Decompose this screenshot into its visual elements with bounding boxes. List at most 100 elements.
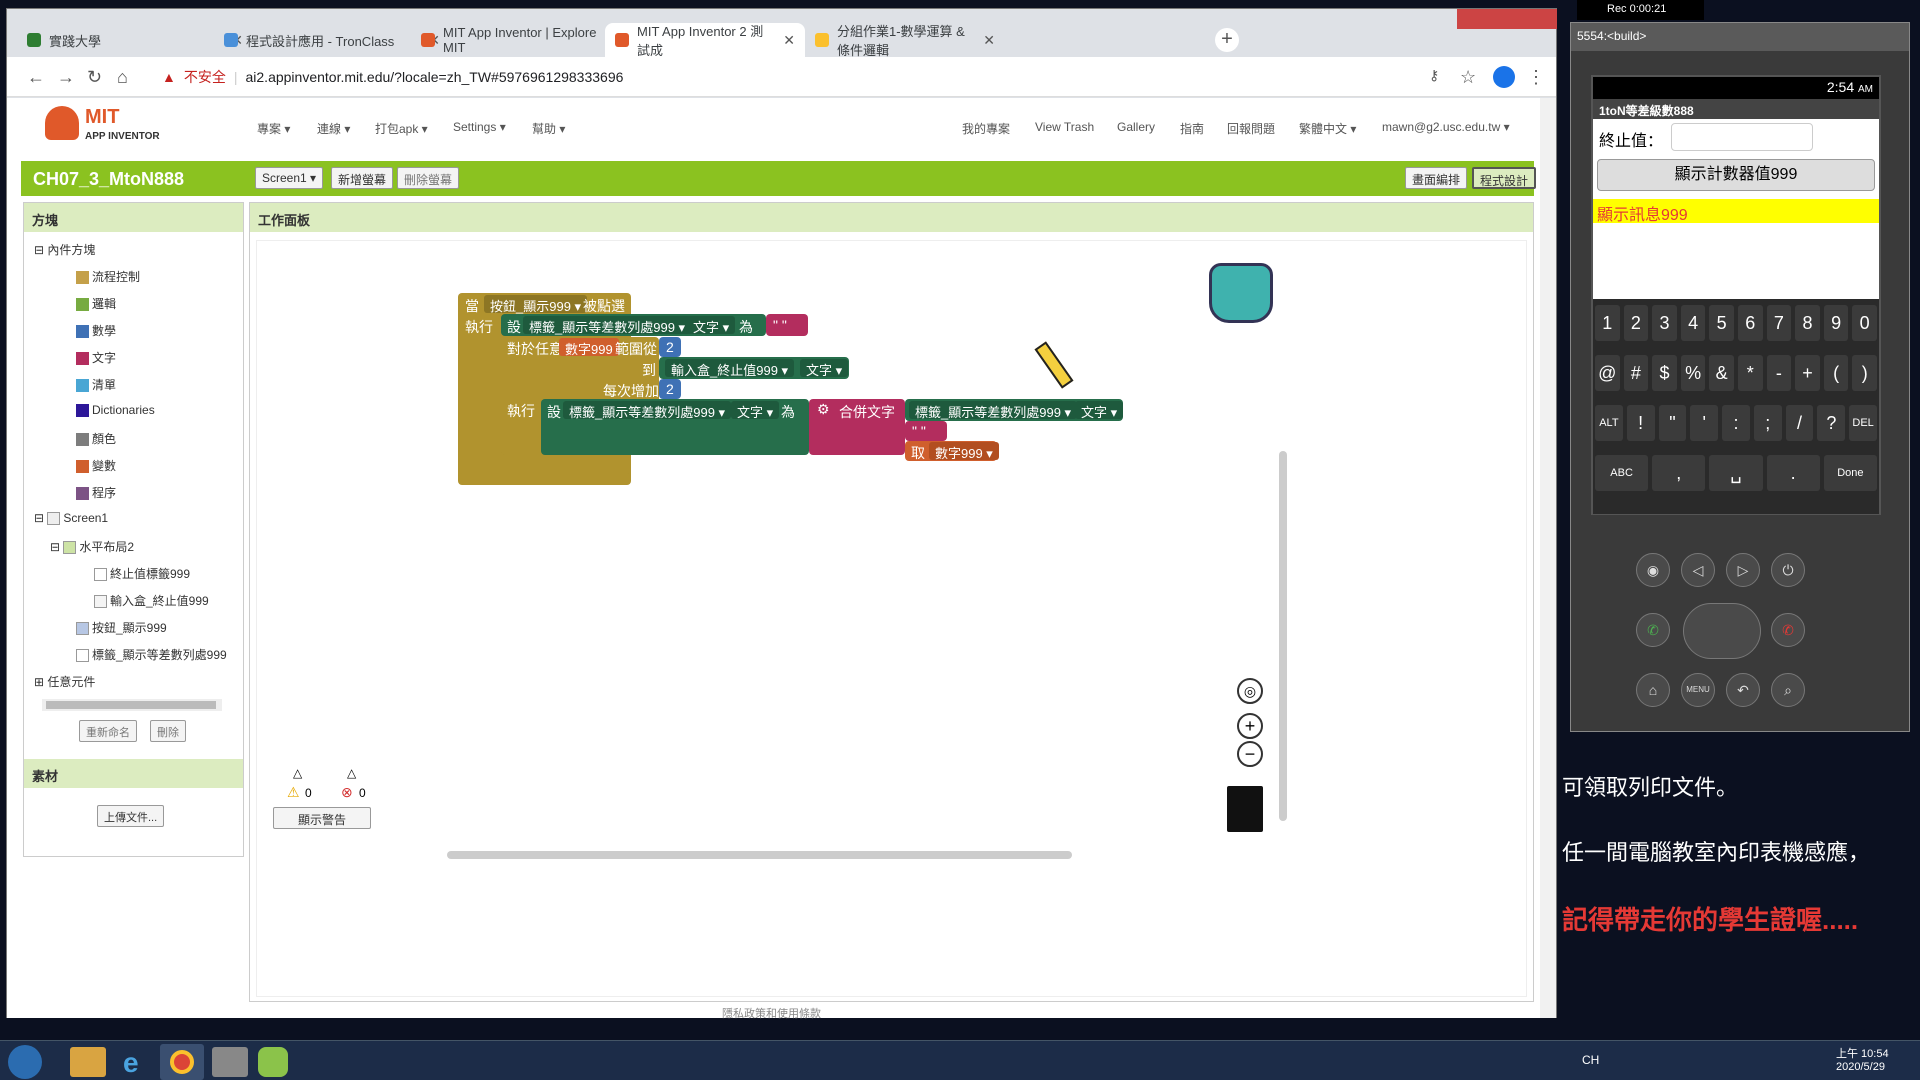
mit-logo-icon[interactable]	[45, 106, 79, 140]
builtin-procedures[interactable]: 程序	[76, 484, 116, 501]
page-scrollbar[interactable]	[1540, 98, 1556, 1018]
key-row4-2[interactable]: ␣	[1709, 455, 1763, 491]
profile-avatar[interactable]	[1493, 66, 1515, 88]
android-icon[interactable]	[258, 1047, 288, 1077]
key-row3-6[interactable]: /	[1785, 405, 1814, 441]
reload-icon[interactable]: ↻	[87, 67, 103, 87]
join-block[interactable]	[809, 399, 905, 455]
key-row2-8[interactable]: (	[1823, 355, 1849, 391]
nav-language[interactable]: 繁體中文 ▾	[1299, 122, 1357, 136]
menu-icon[interactable]: ⋮	[1527, 67, 1545, 87]
tree-any-component[interactable]: ⊞ 任意元件	[34, 675, 96, 689]
space-text-block[interactable]	[905, 421, 947, 441]
key-row4-4[interactable]: Done	[1823, 455, 1877, 491]
key-row1-6[interactable]: 7	[1766, 305, 1792, 341]
tree-screen1[interactable]: ⊟ Screen1	[34, 511, 109, 526]
key-row4-3[interactable]: .	[1766, 455, 1820, 491]
back-icon[interactable]: ↶	[1726, 673, 1760, 707]
get-variable-dropdown[interactable]: 數字999 ▾	[929, 442, 999, 461]
tree-scrollbar[interactable]	[42, 699, 222, 711]
builtin-text[interactable]: 文字	[76, 349, 116, 366]
text-property-dropdown[interactable]: 文字 ▾	[687, 316, 736, 335]
key-row2-4[interactable]: &	[1709, 355, 1734, 391]
tab-app-inventor[interactable]: MIT App Inventor 2 測試成✕	[605, 23, 805, 58]
close-icon[interactable]: ✕	[783, 31, 795, 48]
key-row2-9[interactable]: )	[1852, 355, 1877, 391]
builtin-colors[interactable]: 顏色	[76, 430, 116, 447]
tree-button[interactable]: 按鈕_顯示999	[76, 619, 167, 636]
key-row1-3[interactable]: 4	[1680, 305, 1706, 341]
loop-variable[interactable]: 數字999	[559, 338, 619, 357]
chrome-taskbar-button[interactable]	[160, 1044, 204, 1080]
camera-icon[interactable]: ◉	[1636, 553, 1670, 587]
key-row3-0[interactable]: ALT	[1595, 405, 1623, 441]
error-up-icon[interactable]: △	[347, 766, 357, 780]
set-component-dropdown[interactable]: 標籤_顯示等差數列處999 ▾	[909, 401, 1078, 420]
designer-button[interactable]: 畫面編排	[1405, 167, 1468, 189]
key-row3-7[interactable]: ?	[1817, 405, 1846, 441]
builtin-control[interactable]: 流程控制	[76, 268, 140, 285]
warning-up-icon[interactable]: △	[293, 766, 303, 780]
footer-link[interactable]: 隱私政策和使用條款	[722, 1008, 821, 1020]
new-tab-button[interactable]: +	[1215, 28, 1239, 52]
key-row1-7[interactable]: 8	[1795, 305, 1820, 341]
bookmark-star-icon[interactable]: ☆	[1460, 67, 1477, 87]
forward-icon[interactable]: →	[57, 67, 75, 87]
end-value-input[interactable]	[1671, 123, 1813, 151]
key-icon[interactable]: ⚷	[1429, 67, 1440, 83]
start-button[interactable]	[8, 1045, 42, 1079]
key-row1-0[interactable]: 1	[1595, 305, 1620, 341]
taskbar-time[interactable]: 上午 10:54	[1836, 1048, 1889, 1060]
key-row4-0[interactable]: ABC	[1595, 455, 1649, 491]
key-row2-7[interactable]: +	[1795, 355, 1820, 391]
menu-help[interactable]: 幫助 ▾	[532, 122, 566, 136]
backpack-icon[interactable]	[1209, 263, 1273, 323]
key-row3-1[interactable]: !	[1626, 405, 1655, 441]
tree-display-label[interactable]: 標籤_顯示等差數列處999	[76, 646, 227, 663]
vertical-scrollbar[interactable]	[1279, 451, 1287, 821]
dpad[interactable]	[1683, 603, 1761, 659]
text-property-dropdown[interactable]: 文字 ▾	[1075, 401, 1124, 420]
menu-settings[interactable]: Settings ▾	[453, 120, 506, 134]
key-row2-5[interactable]: *	[1738, 355, 1763, 391]
remove-screen-button[interactable]: 刪除螢幕	[397, 167, 460, 189]
key-row3-2[interactable]: "	[1658, 405, 1687, 441]
key-row2-3[interactable]: %	[1680, 355, 1706, 391]
window-controls[interactable]	[1457, 9, 1557, 29]
horizontal-scrollbar[interactable]	[447, 851, 1072, 859]
key-row2-2[interactable]: $	[1652, 355, 1677, 391]
show-warnings-button[interactable]: 顯示警告	[273, 807, 371, 829]
builtin-dictionaries[interactable]: Dictionaries	[76, 403, 155, 418]
trash-icon[interactable]	[1227, 786, 1263, 832]
input-component-dropdown[interactable]: 輸入盒_終止值999 ▾	[665, 359, 795, 378]
volume-down-icon[interactable]: ◁	[1681, 553, 1715, 587]
set-component-dropdown[interactable]: 標籤_顯示等差數列處999 ▾	[563, 401, 732, 420]
menu-build[interactable]: 打包apk ▾	[375, 122, 428, 136]
builtin-lists[interactable]: 清單	[76, 376, 116, 393]
event-component-dropdown[interactable]: 按鈕_顯示999 ▾	[484, 295, 588, 314]
tree-end-label[interactable]: 終止值標籤999	[94, 565, 190, 582]
key-row2-6[interactable]: -	[1766, 355, 1792, 391]
builtin-variables[interactable]: 變數	[76, 457, 116, 474]
menu-project[interactable]: 專案 ▾	[257, 122, 291, 136]
step-number-block[interactable]	[659, 379, 681, 399]
ie-icon[interactable]: e	[123, 1047, 139, 1078]
key-row1-9[interactable]: 0	[1852, 305, 1877, 341]
key-row1-2[interactable]: 3	[1652, 305, 1677, 341]
home-icon[interactable]: ⌂	[1636, 673, 1670, 707]
key-row4-1[interactable]: ,	[1652, 455, 1706, 491]
close-icon[interactable]: ✕	[983, 31, 995, 48]
address-bar[interactable]: ▲ 不安全 | ai2.appinventor.mit.edu/?locale=…	[162, 64, 1412, 90]
end-call-icon[interactable]: ✆	[1771, 613, 1805, 647]
taskbar-date[interactable]: 2020/5/29	[1836, 1061, 1885, 1073]
tab-group-work[interactable]: 分組作業1-數學運算 & 條件邏輯✕	[805, 23, 1005, 58]
key-row1-4[interactable]: 5	[1709, 305, 1734, 341]
home-icon[interactable]: ⌂	[117, 67, 128, 87]
recenter-icon[interactable]: ◎	[1237, 678, 1263, 704]
volume-up-icon[interactable]: ▷	[1726, 553, 1760, 587]
nav-report-issue[interactable]: 回報問題	[1227, 122, 1276, 136]
tree-arrangement[interactable]: ⊟ 水平布局2	[50, 540, 135, 555]
builtin-tree[interactable]: ⊟ 內件方塊	[34, 243, 96, 257]
input-language[interactable]: CH	[1582, 1053, 1600, 1067]
back-icon[interactable]: ←	[27, 67, 45, 87]
